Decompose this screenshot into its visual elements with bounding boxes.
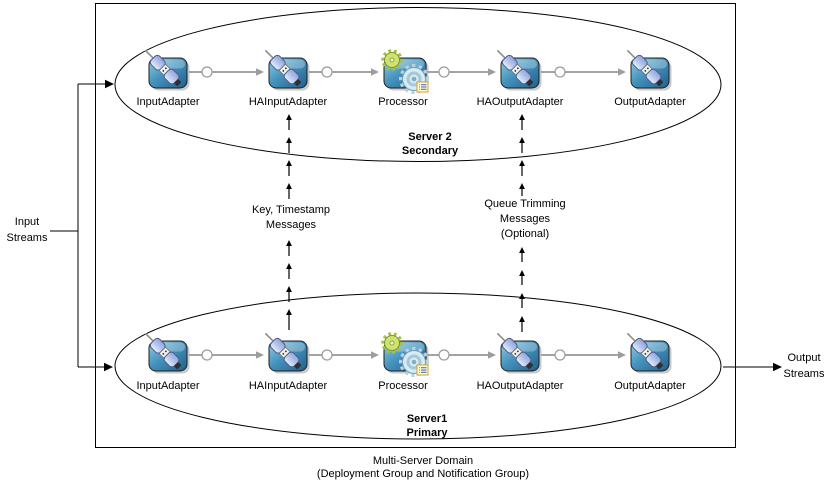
- stream-line: Streams: [783, 368, 825, 380]
- input-adapter-icon: [140, 328, 191, 375]
- component-label: HAOutputAdapter: [476, 380, 564, 392]
- multi-server-domain-box: [95, 3, 736, 448]
- ha-input-adapter-icon: [260, 45, 311, 92]
- component-label: HAOutputAdapter: [476, 96, 564, 108]
- server1-label: Server1 Primary: [357, 412, 497, 440]
- component-label: HAInputAdapter: [248, 96, 328, 108]
- input-streams-label: Input Streams: [2, 214, 52, 246]
- processor-icon: [381, 49, 431, 94]
- message-line: Queue Trimming: [484, 198, 566, 210]
- message-line: Key, Timestamp: [251, 204, 331, 216]
- server2-pipeline: [140, 45, 673, 94]
- input-streams-arrow: [50, 79, 114, 372]
- message-line: (Optional): [500, 228, 550, 240]
- message-line: Messages: [499, 213, 551, 225]
- queue-trimming-messages-arrow: [519, 114, 525, 332]
- output-streams-label: Output Streams: [781, 350, 827, 382]
- component-label: InputAdapter: [136, 380, 200, 392]
- server-name: Server 2: [408, 131, 452, 143]
- server1-ellipse: [114, 292, 722, 440]
- ha-input-adapter-icon: [260, 328, 311, 375]
- server1-flow-connectors: [189, 349, 626, 361]
- message-line: Messages: [265, 219, 317, 231]
- component-label: InputAdapter: [136, 96, 200, 108]
- server-role: Secondary: [401, 145, 459, 157]
- ha-output-adapter-icon: [492, 45, 543, 92]
- stream-line: Output: [787, 352, 821, 364]
- output-adapter-icon: [622, 328, 673, 375]
- server2-ellipse: [114, 7, 722, 162]
- component-label: OutputAdapter: [614, 380, 686, 392]
- caption-line: (Deployment Group and Notification Group…: [316, 468, 530, 480]
- server2-label: Server 2 Secondary: [360, 130, 500, 158]
- component-label: Processor: [378, 380, 428, 392]
- server-name: Server1: [406, 413, 448, 425]
- ha-output-adapter-icon: [492, 328, 543, 375]
- component-label: OutputAdapter: [614, 96, 686, 108]
- server-role: Primary: [406, 427, 448, 439]
- domain-caption: Multi-Server Domain (Deployment Group an…: [173, 455, 673, 481]
- server1-pipeline: [140, 328, 673, 377]
- stream-line: Streams: [6, 232, 48, 244]
- key-timestamp-message-label: Key, Timestamp Messages: [221, 203, 361, 233]
- input-adapter-icon: [140, 45, 191, 92]
- server2-flow-connectors: [189, 66, 626, 78]
- component-label: Processor: [378, 96, 428, 108]
- caption-line: Multi-Server Domain: [372, 455, 474, 467]
- component-label: HAInputAdapter: [248, 380, 328, 392]
- processor-icon: [381, 332, 431, 377]
- output-streams-arrow: [723, 362, 782, 372]
- output-adapter-icon: [622, 45, 673, 92]
- stream-line: Input: [14, 216, 40, 228]
- key-timestamp-messages-arrow: [286, 114, 292, 330]
- queue-trimming-message-label: Queue Trimming Messages (Optional): [455, 197, 595, 242]
